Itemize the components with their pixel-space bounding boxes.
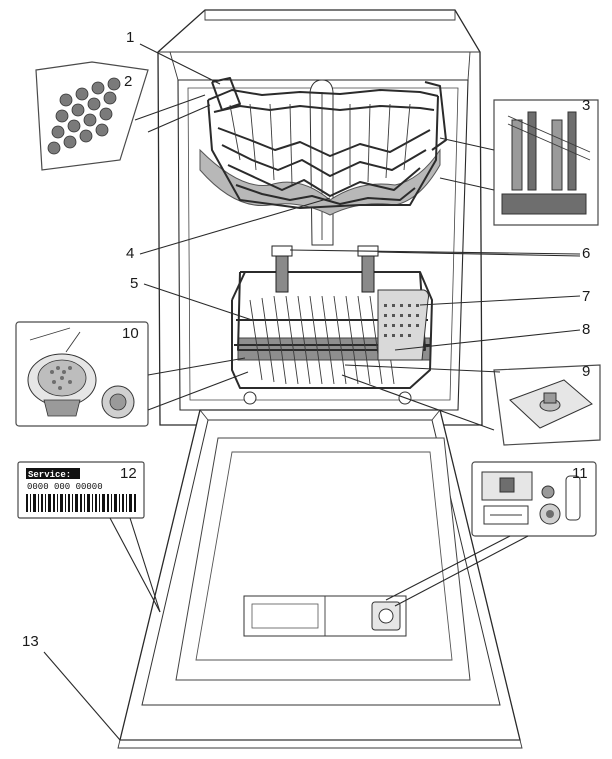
dishwasher-door	[118, 410, 522, 748]
callout-9: 9	[582, 363, 590, 380]
callout-5: 5	[130, 275, 138, 292]
service-label-number: 0000 000 00000	[27, 482, 103, 492]
callout-6: 6	[582, 245, 590, 262]
callout-4: 4	[126, 245, 134, 262]
dishwasher-cabinet	[158, 10, 482, 425]
callout-8: 8	[582, 321, 590, 338]
callout-2: 2	[124, 73, 132, 90]
callout-12: 12	[120, 465, 137, 482]
callout-13: 13	[22, 633, 39, 650]
callout-1: 1	[126, 29, 134, 46]
callout-10: 10	[122, 325, 139, 342]
callout-7: 7	[582, 288, 590, 305]
service-label-title: Service:	[28, 470, 71, 480]
callout-3: 3	[582, 97, 590, 114]
callout-11: 11	[572, 465, 588, 482]
barcode	[26, 494, 136, 512]
inset-3-adjuster-detail	[494, 100, 598, 225]
